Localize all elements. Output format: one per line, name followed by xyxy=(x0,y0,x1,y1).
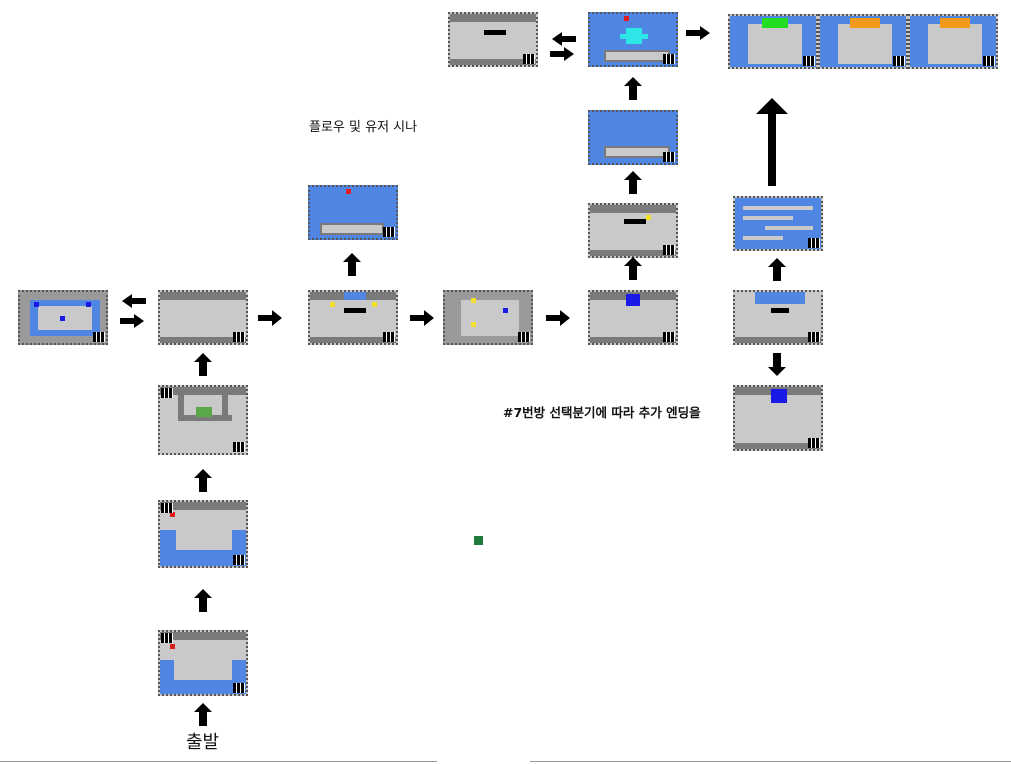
room-hub xyxy=(158,290,248,345)
arrow-up-8 xyxy=(624,77,642,100)
divider-right xyxy=(530,761,1011,762)
arrow-right-5 xyxy=(550,47,574,61)
room-water-lake xyxy=(588,110,678,165)
arrow-up-5 xyxy=(343,253,361,276)
arrow-right-3 xyxy=(410,310,434,326)
room-tutorial xyxy=(158,500,248,568)
room-central xyxy=(308,290,398,345)
room-water-cross xyxy=(588,12,678,67)
room-corridor xyxy=(443,290,533,345)
room-maze xyxy=(733,196,823,251)
arrow-up-1 xyxy=(194,703,212,726)
room-water-north xyxy=(308,185,398,240)
start-label: 출발 xyxy=(186,732,220,753)
arrow-right-6 xyxy=(686,26,710,40)
arrow-left-1 xyxy=(122,294,146,308)
arrow-up-2 xyxy=(194,589,212,612)
arrow-down-1 xyxy=(768,353,786,376)
arrow-up-3 xyxy=(194,469,212,492)
arrow-up-7 xyxy=(624,171,642,194)
divider-left xyxy=(0,761,437,762)
arrow-right-1 xyxy=(120,314,144,328)
room-ending-b xyxy=(818,14,908,69)
room-green-pad xyxy=(158,385,248,455)
room-east-south xyxy=(733,385,823,451)
arrow-up-4 xyxy=(194,353,212,376)
page-title: 플로우 및 유저 시나 xyxy=(309,120,418,135)
room-east xyxy=(733,290,823,345)
room-water-ring xyxy=(18,290,108,345)
branch-note: #7번방 선택분기에 따라 추가 엔딩을 xyxy=(503,405,701,420)
room-start xyxy=(158,630,248,696)
arrow-right-4 xyxy=(546,310,570,326)
arrow-right-2 xyxy=(258,310,282,326)
arrow-up-6 xyxy=(624,257,642,280)
arrow-up-9 xyxy=(768,258,786,281)
room-ending-a xyxy=(728,14,818,69)
spreadsheet-icon xyxy=(474,536,483,545)
arrow-left-2 xyxy=(552,32,576,46)
arrow-up-tall xyxy=(756,98,788,186)
room-seven xyxy=(588,290,678,345)
room-ending-c xyxy=(908,14,998,69)
room-branch-left xyxy=(448,12,538,67)
